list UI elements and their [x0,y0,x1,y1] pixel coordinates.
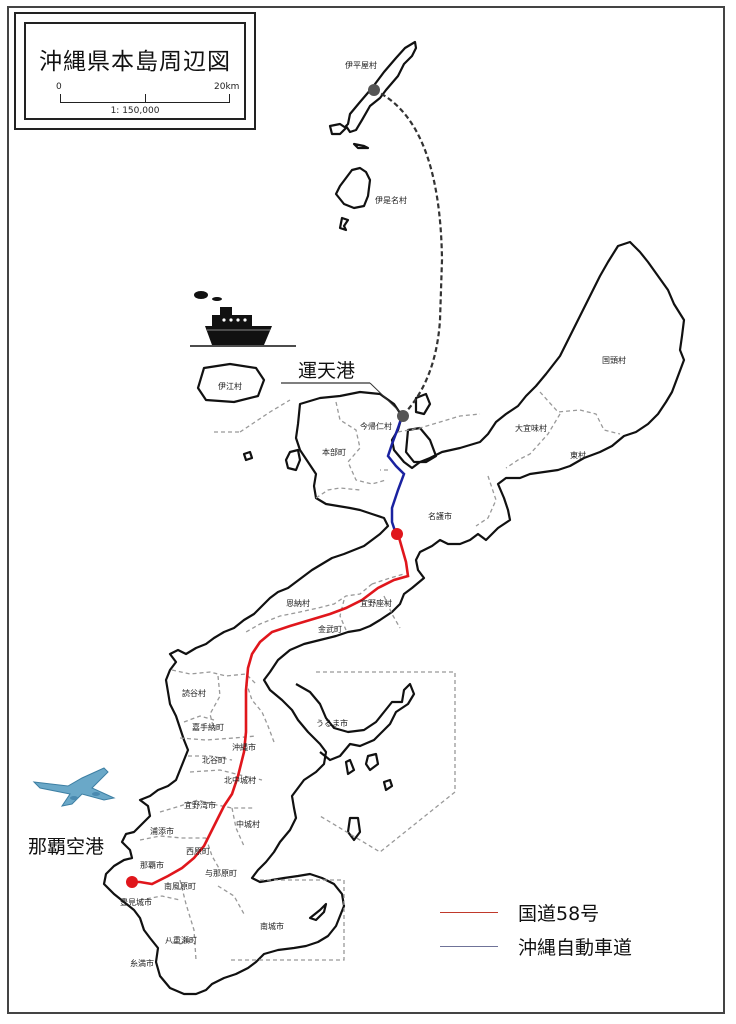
label-haebaru: 南風原町 [164,882,196,891]
ferry-route [373,88,444,415]
legend-swatch-blue [440,945,498,947]
label-urasoe: 浦添市 [150,827,174,836]
naha-airport-label: 那覇空港 [28,836,105,858]
expressway-route [386,415,406,535]
label-ginowan: 宜野湾市 [184,801,216,810]
label-tomigusuku: 豊見城市 [120,898,152,907]
ship-icon [190,291,296,347]
okinawa-main-island [102,240,686,996]
map-frame [7,6,725,1014]
islet [242,450,254,462]
label-iheya: 伊平屋村 [345,61,377,70]
route-58 [132,533,410,886]
label-ginoza: 宜野座村 [360,599,392,608]
islet [346,816,362,842]
islet [414,392,432,416]
scale-ratio: 1: 150,000 [110,106,160,116]
legend-item-expressway: 沖縄自動車道 [440,929,632,963]
islet [328,122,348,136]
iheya-island [344,40,418,134]
label-naha: 那覇市 [140,861,164,870]
route-start-dot [391,528,403,540]
iheya-port-dot [368,84,380,96]
label-okinawa: 沖縄市 [232,743,256,752]
islet [284,448,302,472]
scale-bar [60,94,230,103]
legend-swatch-red [440,911,498,913]
label-yaese: 八重瀬町 [165,936,197,945]
label-kunigami: 国頭村 [602,356,626,365]
label-nakagusuku: 中城村 [236,820,260,829]
ie-island [196,362,266,404]
label-yomitan: 読谷村 [182,689,206,698]
legend-label: 沖縄自動車道 [518,936,633,959]
legend-label: 国道58号 [518,902,600,925]
label-motobu: 本部町 [322,448,346,457]
label-ie: 伊江村 [218,382,242,391]
label-izena: 伊是名村 [375,196,407,205]
izena-island [334,166,372,210]
label-yonabaru: 与那原町 [205,869,237,878]
label-onna: 恩納村 [286,599,310,608]
legend: 国道58号 沖縄自動車道 [440,895,632,963]
islet [344,758,356,776]
label-kin: 金武町 [318,625,342,634]
islet [338,216,350,232]
uruma-peninsula [295,682,416,762]
label-uruma: うるま市 [316,719,348,728]
label-nishihara: 西原町 [186,847,210,856]
label-itoman: 糸満市 [130,959,154,968]
label-kitanakagusuku: 北中城村 [224,776,256,785]
title-box: 沖縄県本島周辺図 0 20km 1: 150,000 [14,12,256,130]
label-higashi: 東村 [570,451,586,460]
islet [364,752,380,772]
scale-start-label: 0 [56,82,62,92]
islet [352,142,370,150]
unten-port-label: 運天港 [298,360,356,382]
label-nakijin: 今帰仁村 [360,422,392,431]
legend-item-route58: 国道58号 [440,895,632,929]
airplane-icon [32,767,116,807]
title-inner-border: 沖縄県本島周辺図 0 20km 1: 150,000 [24,22,246,120]
scale-end-label: 20km [214,82,240,92]
label-chatan: 北谷町 [202,756,226,765]
label-nanjo: 南城市 [260,922,284,931]
label-kadena: 嘉手納町 [192,723,224,732]
kudaka-island [308,902,328,922]
yagaji-island [404,426,438,464]
label-ogimi: 大宜味村 [515,424,547,433]
label-nago: 名護市 [428,512,452,521]
map-title: 沖縄県本島周辺図 [39,49,231,75]
islet [382,778,394,792]
naha-airport-dot [126,876,138,888]
unten-port-dot [397,410,409,422]
